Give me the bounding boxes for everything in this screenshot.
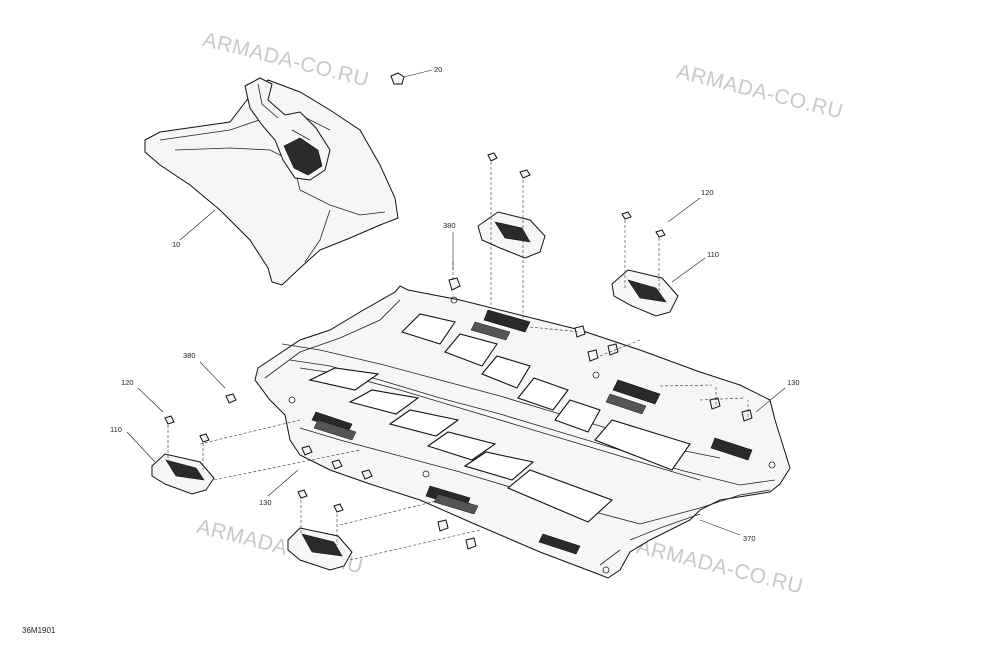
callout-380: 380 [443, 221, 456, 230]
callout-10: 10 [172, 240, 180, 249]
callout-370: 370 [743, 534, 756, 543]
callout-110: 110 [110, 425, 122, 434]
fasteners [164, 72, 753, 550]
callout-130: 130 [787, 378, 800, 387]
callout-120: 120 [701, 188, 714, 197]
callout-380: 380 [183, 351, 196, 360]
drawing-id: 36M1901 [22, 626, 56, 635]
part-110-handle-rear-left [477, 211, 546, 259]
callout-110: 110 [707, 250, 719, 259]
part-110-handle-front-center [287, 527, 353, 571]
callout-120: 120 [121, 378, 134, 387]
part-10-rear-cover [144, 77, 399, 286]
callout-130: 130 [259, 498, 272, 507]
callouts: 20 10 380 120 110 380 120 110 130 130 37… [110, 65, 800, 543]
callout-20: 20 [434, 65, 442, 74]
part-110-handle-front-left [151, 453, 215, 495]
part-370-main-plate [254, 285, 791, 579]
leader-lines [126, 69, 786, 536]
part-110-handle-rear-right [611, 269, 679, 317]
assembly-lines [167, 162, 749, 561]
